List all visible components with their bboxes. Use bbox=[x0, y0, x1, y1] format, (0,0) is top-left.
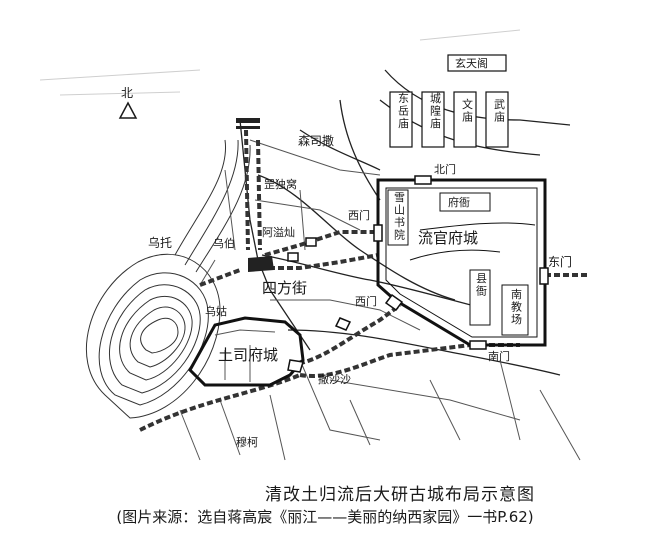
label-tusi: 土司府城 bbox=[218, 346, 278, 364]
bridge-bar-2 bbox=[236, 126, 260, 129]
label-nanmen: 南门 bbox=[488, 349, 510, 363]
gate-east bbox=[539, 267, 549, 285]
north-arrow: 北 bbox=[118, 86, 138, 119]
label-kundu: 罡独窝 bbox=[264, 177, 297, 191]
label-ximen1: 西门 bbox=[348, 208, 370, 222]
label-dongmen: 东门 bbox=[548, 254, 572, 269]
label-ximen2: 西门 bbox=[355, 294, 377, 308]
label-beimen: 北门 bbox=[434, 162, 456, 176]
label-sasha: 撒沙沙 bbox=[318, 372, 351, 386]
caption-title: 清改土归流后大研古城布局示意图 bbox=[265, 485, 535, 505]
wu-box bbox=[485, 91, 509, 148]
gate-west-2 bbox=[384, 293, 404, 312]
chenghuang-box bbox=[421, 91, 445, 148]
temples bbox=[389, 54, 509, 148]
sifang-square bbox=[248, 256, 274, 272]
nanjiao-box bbox=[501, 284, 529, 336]
label-muhe: 穆柯 bbox=[236, 435, 258, 449]
label-wutuo: 乌托 bbox=[148, 235, 172, 250]
city-layout-map: 北 bbox=[39, 29, 590, 461]
bridge-bar bbox=[236, 118, 260, 123]
xuantian-box bbox=[447, 54, 507, 72]
label-xianya: 县衙 bbox=[476, 272, 487, 298]
background-lines bbox=[39, 29, 521, 96]
label-wugu: 乌姑 bbox=[205, 304, 227, 318]
label-wen: 文庙 bbox=[462, 97, 473, 124]
gate-road-3 bbox=[334, 317, 352, 331]
north-label: 北 bbox=[121, 86, 133, 100]
gate-south bbox=[469, 340, 487, 350]
caption-source: (图片来源：选自蒋高宸《丽江——美丽的纳西家园》一书P.62) bbox=[116, 508, 534, 526]
gate-west-1 bbox=[373, 224, 383, 242]
label-wubo: 乌伯 bbox=[213, 236, 235, 250]
label-sensisa: 森司撒 bbox=[298, 133, 334, 148]
label-chenghuang: 城隍庙 bbox=[430, 92, 441, 130]
xianya-box bbox=[469, 269, 491, 326]
gate-road-1 bbox=[305, 237, 317, 247]
label-xueshan: 雪山书院 bbox=[394, 191, 405, 242]
hill-contours bbox=[85, 139, 251, 419]
north-triangle bbox=[118, 101, 138, 119]
gate-road-2 bbox=[287, 252, 299, 262]
place-labels: 玄天阁 东岳庙 城隍庙 文庙 武庙 森司撒 北门 雪山书院 府衙 流官府城 西门… bbox=[148, 56, 572, 449]
label-fuya: 府衙 bbox=[448, 195, 470, 209]
label-sifang: 四方街 bbox=[262, 279, 307, 297]
tusi-wall bbox=[188, 316, 305, 387]
label-dongyue: 东岳庙 bbox=[398, 92, 409, 130]
street-grid bbox=[179, 139, 581, 461]
gates bbox=[287, 175, 549, 350]
wen-box bbox=[453, 91, 477, 148]
xueshan-box bbox=[387, 189, 409, 246]
label-liuguan: 流官府城 bbox=[418, 229, 478, 247]
label-nanjiao: 南教场 bbox=[511, 288, 522, 326]
label-wu: 武庙 bbox=[494, 98, 505, 124]
gate-north bbox=[414, 175, 432, 185]
fuya-box bbox=[439, 192, 491, 212]
tusi-gate bbox=[287, 359, 304, 373]
dongyue-box bbox=[389, 91, 413, 148]
label-ayi: 阿溢灿 bbox=[262, 225, 295, 239]
north-bridge bbox=[236, 118, 260, 129]
label-xuantian: 玄天阁 bbox=[455, 56, 488, 70]
